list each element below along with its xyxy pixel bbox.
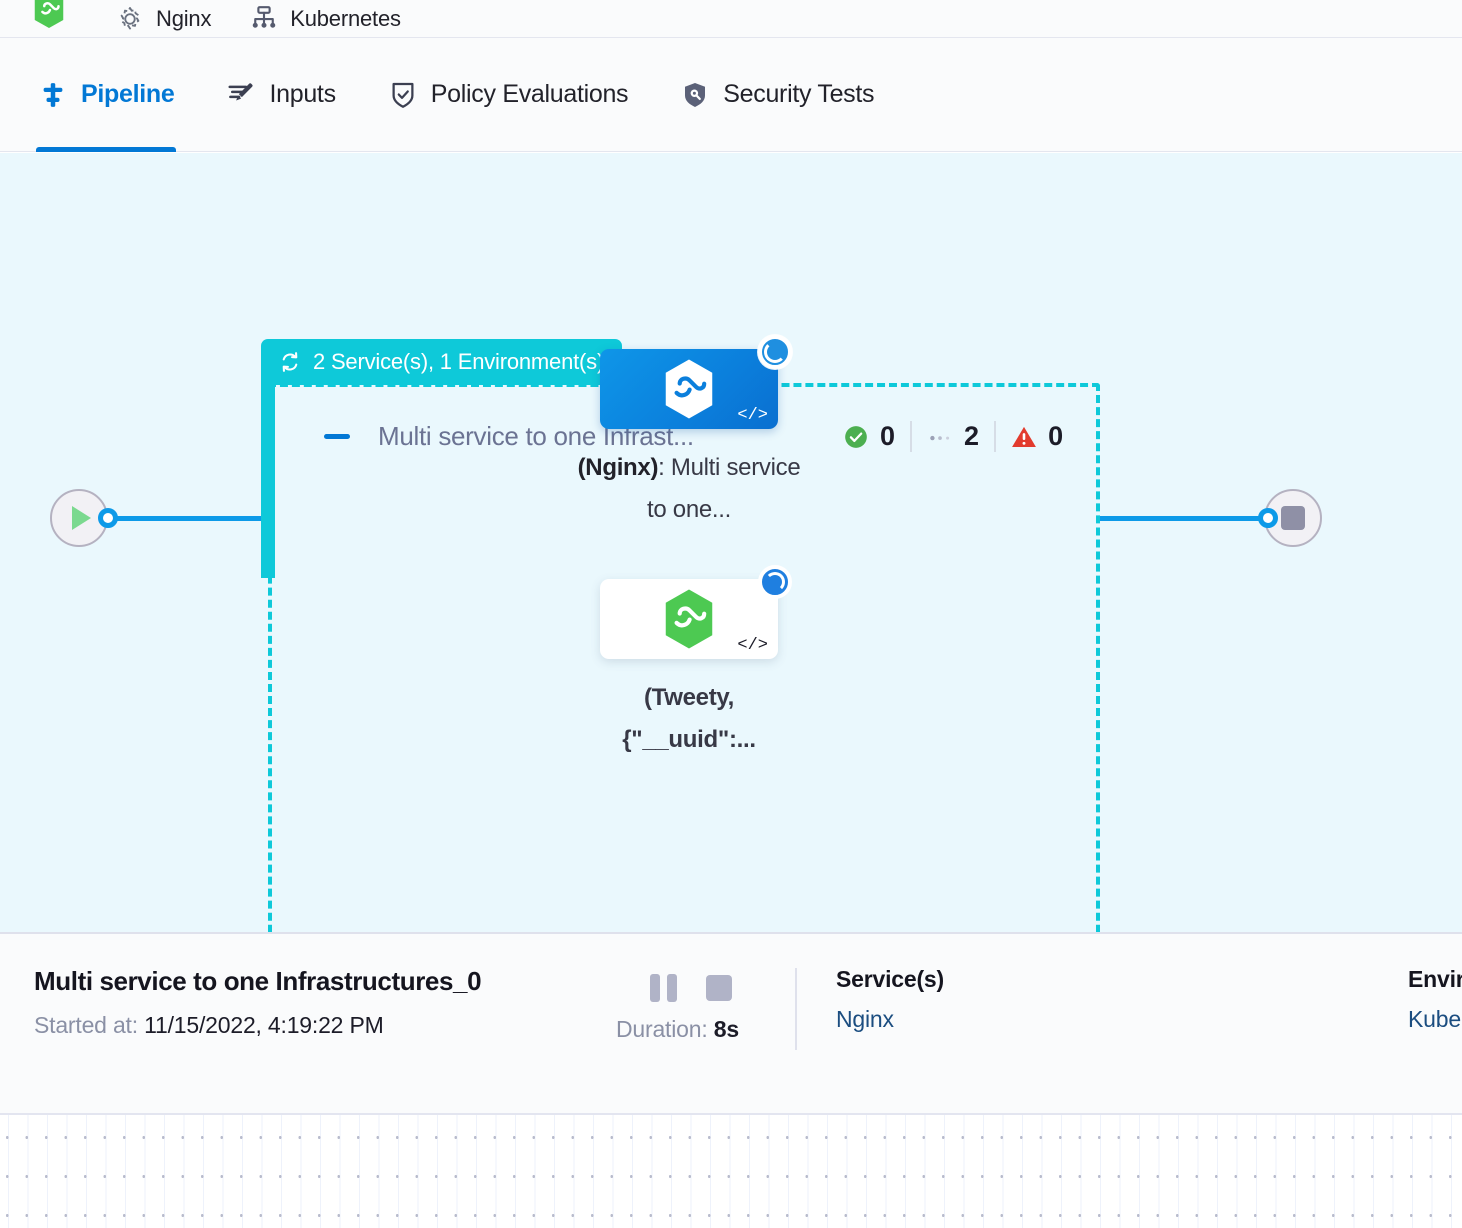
- service-node-tweety[interactable]: </> (Tweety, {"__uuid":...: [600, 565, 804, 761]
- services-column: Service(s) Nginx: [836, 966, 944, 1033]
- pipeline-canvas[interactable]: 2 Service(s), 1 Environment(s) Multi ser…: [0, 153, 1462, 932]
- shield-check-icon: [392, 82, 414, 108]
- code-glyph-icon: </>: [737, 406, 768, 425]
- breadcrumb-item-label: Nginx: [156, 5, 212, 31]
- started-at: Started at: 11/15/2022, 4:19:22 PM: [34, 1012, 384, 1039]
- tab-pipeline-label: Pipeline: [81, 80, 175, 108]
- counter-success: 0: [843, 421, 910, 452]
- harness-hexagon-green-icon: [665, 589, 713, 649]
- service-node-nginx[interactable]: </> (Nginx): Multi service to one...: [578, 335, 804, 531]
- tab-pipeline[interactable]: Pipeline: [36, 38, 177, 152]
- page-title: Multi service to one Infrastructures_0: [34, 966, 482, 996]
- infrastructure-icon: [253, 5, 276, 28]
- dotted-running-icon: [930, 435, 950, 440]
- stage-group-stem: [261, 378, 275, 578]
- gear-icon: [120, 6, 140, 29]
- play-icon: [72, 506, 91, 530]
- started-at-label: Started at:: [34, 1012, 138, 1038]
- environments-heading: Environment(s): [1408, 966, 1462, 992]
- detail-divider: [795, 968, 797, 1050]
- stop-icon[interactable]: [706, 975, 732, 1001]
- counter-error-value: 0: [1048, 421, 1064, 451]
- started-at-value: 11/15/2022, 4:19:22 PM: [144, 1012, 384, 1038]
- harness-hexagon-white-icon: [665, 359, 713, 419]
- service-node-label-bold: (Nginx): [577, 454, 659, 481]
- connector-start: [112, 516, 272, 521]
- code-glyph-icon: </>: [737, 636, 768, 655]
- stage-group-badge-label: 2 Service(s), 1 Environment(s): [313, 349, 605, 374]
- breadcrumb: Nginx Kubernetes: [0, 0, 1462, 38]
- end-port: [1258, 508, 1278, 528]
- tab-security-tests[interactable]: Security Tests: [678, 38, 876, 152]
- duration-value: 8s: [713, 1016, 739, 1042]
- success-check-icon: [845, 425, 867, 448]
- tab-policy-evaluations[interactable]: Policy Evaluations: [386, 38, 630, 152]
- harness-hexagon-icon: [34, 0, 64, 28]
- pipeline-end-node[interactable]: [1264, 489, 1322, 547]
- warning-triangle-icon: [1012, 426, 1036, 447]
- counter-success-value: 0: [880, 421, 896, 451]
- counter-running-value: 2: [964, 421, 980, 451]
- background-grid-canvas: [0, 1113, 1462, 1228]
- tab-policy-evaluations-label: Policy Evaluations: [430, 80, 629, 108]
- services-value[interactable]: Nginx: [836, 1006, 894, 1032]
- service-node-box[interactable]: </>: [600, 335, 792, 429]
- shield-scan-icon: [685, 82, 706, 107]
- tab-inputs-label: Inputs: [269, 80, 336, 108]
- breadcrumb-item-project[interactable]: [34, 0, 77, 37]
- duration: Duration: 8s: [616, 1016, 739, 1043]
- duration-label: Duration:: [616, 1016, 708, 1042]
- minus-icon[interactable]: [324, 434, 350, 439]
- spinner-running-icon: [758, 335, 792, 369]
- counter-error: 0: [994, 421, 1078, 452]
- environments-value[interactable]: Kubernetes: [1408, 1006, 1462, 1032]
- service-node-label-rest: : Multi service to one...: [646, 454, 801, 523]
- service-node-label-line2: {"__uuid":...: [622, 726, 756, 753]
- environments-column: Environment(s) Kubernetes: [1408, 966, 1462, 1033]
- tab-bar: Pipeline Inputs Policy Evaluations: [0, 38, 1462, 152]
- spinner-running-icon: [758, 565, 792, 599]
- loop-repeat-icon: [282, 352, 298, 372]
- execution-detail-panel: Multi service to one Infrastructures_0 S…: [0, 932, 1462, 1113]
- start-port: [98, 508, 118, 528]
- service-node-label: (Tweety, {"__uuid":...: [574, 677, 804, 761]
- stage-group-badge[interactable]: 2 Service(s), 1 Environment(s): [261, 339, 623, 385]
- inputs-wand-icon: [228, 82, 253, 100]
- breadcrumb-item-nginx[interactable]: Nginx: [115, 4, 211, 34]
- services-heading: Service(s): [836, 966, 944, 992]
- stage-status-counters: 0 2 0: [843, 421, 1078, 452]
- tab-inputs[interactable]: Inputs: [224, 38, 337, 152]
- pipeline-icon: [43, 82, 63, 107]
- counter-running: 2: [910, 421, 994, 452]
- stop-square-icon: [1281, 506, 1305, 530]
- service-node-box[interactable]: </>: [600, 565, 792, 659]
- service-node-label: (Nginx): Multi service to one...: [574, 447, 804, 531]
- execution-controls: [650, 974, 732, 1002]
- breadcrumb-item-kubernetes[interactable]: Kubernetes: [249, 4, 401, 34]
- breadcrumb-item-label: Kubernetes: [290, 5, 401, 31]
- pause-icon[interactable]: [650, 974, 678, 1002]
- connector-end: [1100, 516, 1272, 521]
- tab-security-tests-label: Security Tests: [723, 80, 875, 108]
- service-node-label-line1: (Tweety,: [643, 684, 735, 711]
